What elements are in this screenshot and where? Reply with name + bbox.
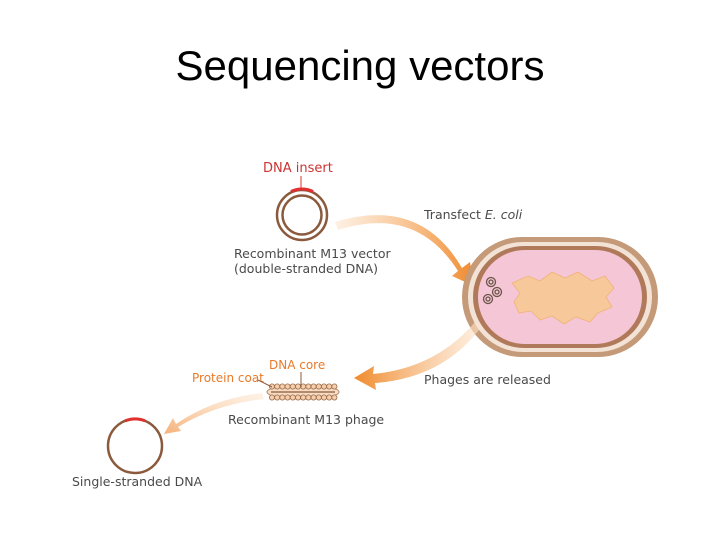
vector-label-line1: Recombinant M13 vector xyxy=(234,246,391,261)
protein-coat-bead xyxy=(294,394,301,401)
protein-coat-bead xyxy=(274,394,281,401)
protein-coat-bead xyxy=(289,394,296,401)
protein-coat-pointer xyxy=(257,379,273,388)
vector-label-line2: (double-stranded DNA) xyxy=(234,261,378,276)
protein-coat-bead xyxy=(305,383,312,390)
page-title: Sequencing vectors xyxy=(175,42,545,89)
transfect-label: Transfect E. coli xyxy=(423,207,523,222)
protein-coat-bead xyxy=(305,394,312,401)
protein-coat-bead xyxy=(274,383,281,390)
single-strand-arrow xyxy=(164,393,264,434)
protein-coat-bead xyxy=(289,383,296,390)
protein-coat-bead xyxy=(284,394,291,401)
protein-coat-bead xyxy=(300,394,307,401)
protein-coat-bead xyxy=(294,383,301,390)
bacterial-nucleoid xyxy=(511,271,615,325)
protein-coat-bead xyxy=(284,383,291,390)
protein-coat-bead xyxy=(310,394,317,401)
protein-coat-bead xyxy=(331,394,338,401)
dna-core-label: DNA core xyxy=(269,358,325,372)
protein-coat-bead xyxy=(326,394,333,401)
protein-coat-bead xyxy=(279,394,286,401)
protein-coat-bead xyxy=(320,383,327,390)
single-stranded-label: Single-stranded DNA xyxy=(72,474,203,489)
protein-coat-bead xyxy=(331,383,338,390)
transfect-prefix: Transfect xyxy=(423,207,485,222)
recombinant-phage-label: Recombinant M13 phage xyxy=(228,412,384,427)
protein-coat-bead xyxy=(310,383,317,390)
intracellular-vectors xyxy=(482,276,503,305)
protein-coat-bead xyxy=(326,383,333,390)
protein-coat-bead xyxy=(315,394,322,401)
phages-released-label: Phages are released xyxy=(424,372,551,387)
recombinant-vector-plasmid xyxy=(275,187,329,242)
protein-coat-bead xyxy=(320,394,327,401)
dna-insert-label: DNA insert xyxy=(263,161,333,176)
transfect-arrow xyxy=(335,215,474,286)
recombinant-m13-phage xyxy=(266,383,340,401)
protein-coat-bead xyxy=(268,394,275,401)
phages-released-arrow xyxy=(354,322,482,390)
e-coli-cell xyxy=(462,237,658,357)
protein-coat-bead xyxy=(315,383,322,390)
protein-coat-bead xyxy=(279,383,286,390)
protein-coat-label: Protein coat xyxy=(192,371,264,385)
single-stranded-dna-circle xyxy=(106,417,164,475)
transfect-organism: E. coli xyxy=(485,207,523,222)
